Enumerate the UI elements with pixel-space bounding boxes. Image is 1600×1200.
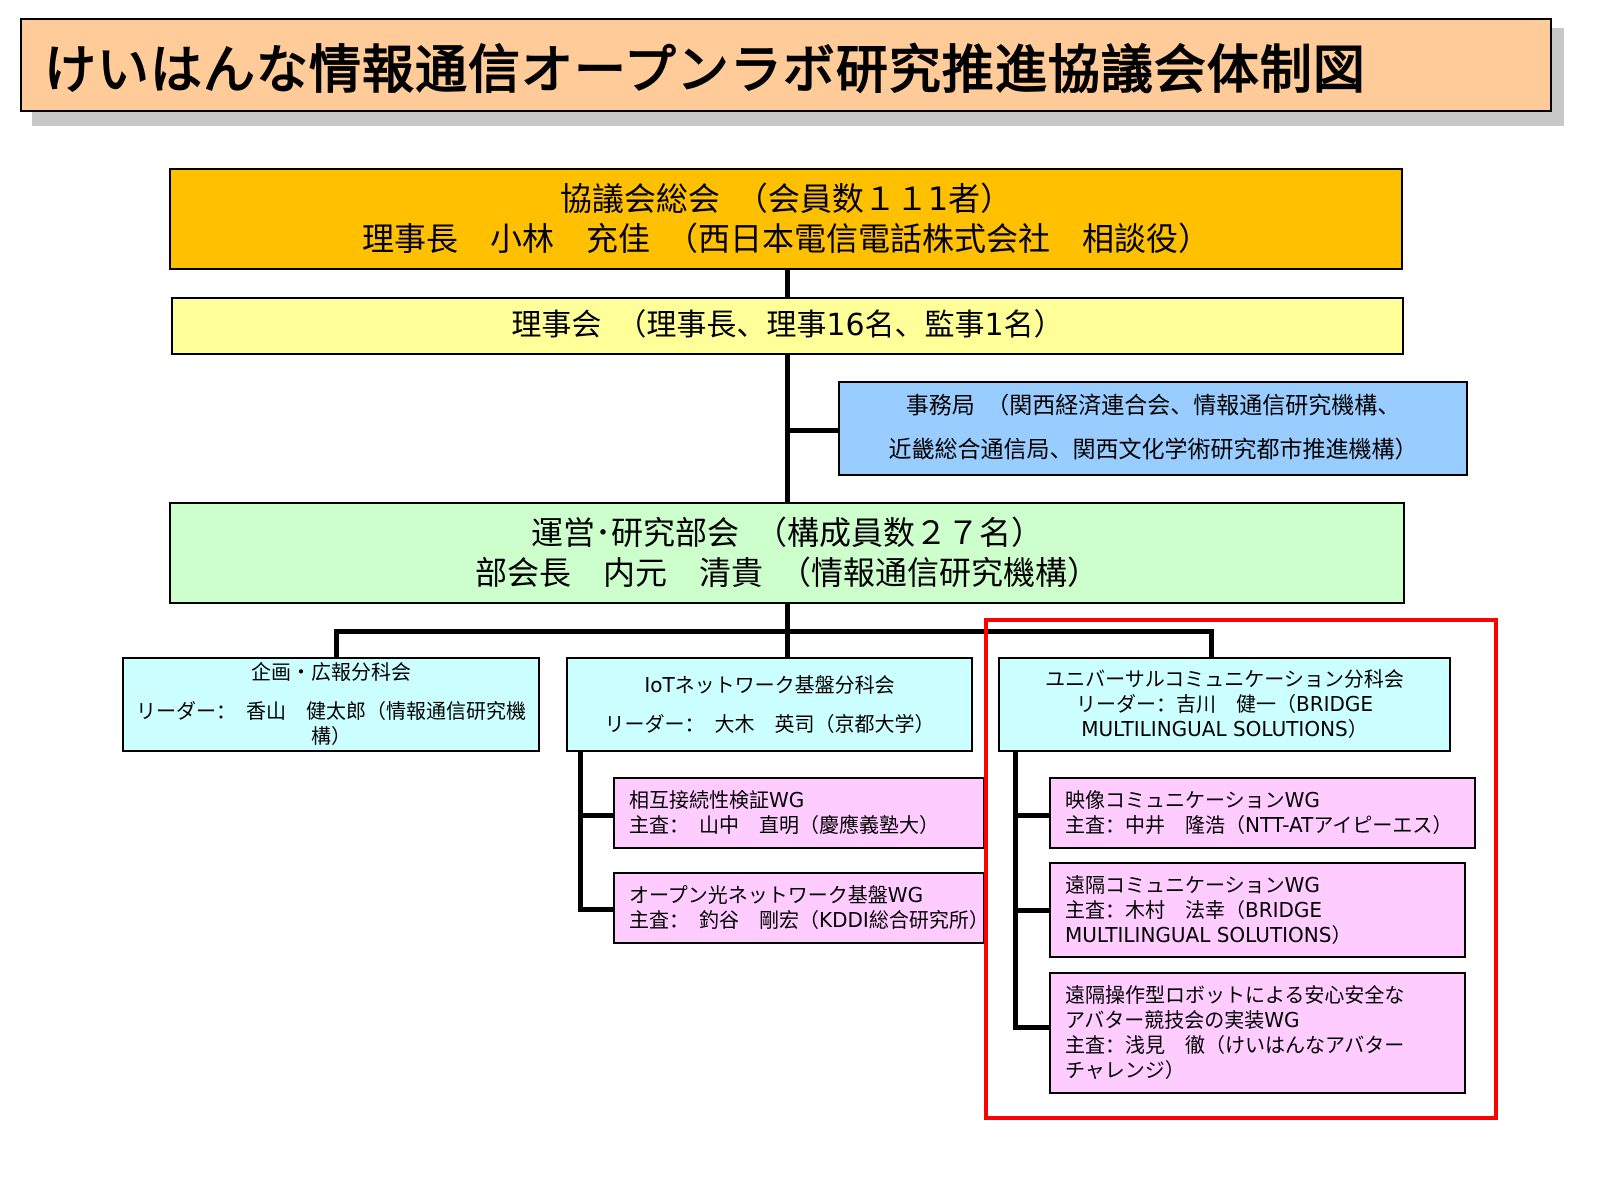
general-assembly-line2: 理事長 小林 充佳 （西日本電信電話株式会社 相談役） [361,220,1210,258]
connector-main-vertical [785,270,790,634]
general-assembly-box: 協議会総会 （会員数１１1者） 理事長 小林 充佳 （西日本電信電話株式会社 相… [169,168,1403,270]
general-assembly-line1: 協議会総会 （会員数１１1者） [559,180,1013,218]
wg-interop-name: 相互接続性検証WG [629,788,805,812]
wg-open-optical-box: オープン光ネットワーク基盤WG 主査： 釣谷 剛宏（KDDI総合研究所） [613,872,989,944]
connector-uc-wg3 [1013,1025,1051,1030]
wg-video-comm-chair: 主査：中井 隆浩（NTT-ATアイピーエス） [1065,813,1453,837]
subcommittee-uc-box: ユニバーサルコミュニケーション分科会 リーダー：吉川 健一（BRIDGE MUL… [998,657,1451,752]
connector-drop-iot [785,629,790,659]
connector-drop-planning [334,629,339,659]
wg-remote-comm-box: 遠隔コミュニケーションWG 主査：木村 法幸（BRIDGE MULTILINGU… [1049,862,1466,958]
wg-avatar-chair-line2: チャレンジ） [1065,1058,1185,1082]
wg-remote-comm-chair-line1: 主査：木村 法幸（BRIDGE [1065,897,1323,922]
wg-avatar-box: 遠隔操作型ロボットによる安心安全な アバター競技会の実装WG 主査：浅見 徹（け… [1049,972,1466,1094]
wg-video-comm-name: 映像コミュニケーションWG [1065,788,1320,812]
wg-open-optical-name: オープン光ネットワーク基盤WG [629,883,924,907]
wg-interop-chair: 主査： 山中 直明（慶應義塾大） [629,813,939,837]
subcommittee-iot-leader: リーダー： 大木 英司（京都大学） [604,711,935,736]
wg-video-comm-box: 映像コミュニケーションWG 主査：中井 隆浩（NTT-ATアイピーエス） [1049,777,1476,849]
board-box: 理事会 （理事長、理事16名、監事1名） [171,297,1404,355]
steering-committee-box: 運営･研究部会 （構成員数２７名） 部会長 内元 清貴 （情報通信研究機構） [169,502,1405,604]
connector-drop-uc [1209,629,1214,659]
wg-remote-comm-name: 遠隔コミュニケーションWG [1065,872,1320,897]
connector-uc-vertical [1013,752,1018,1030]
secretariat-box: 事務局 （関西経済連合会、情報通信研究機構、 近畿総合通信局、関西文化学術研究都… [838,381,1468,476]
subcommittee-planning-leader: リーダー： 香山 健太郎（情報通信研究機構） [136,699,526,748]
subcommittee-iot-name: IoTネットワーク基盤分科会 [644,672,895,697]
subcommittee-uc-name: ユニバーサルコミュニケーション分科会 [1045,667,1404,691]
steering-committee-line1: 運営･研究部会 （構成員数２７名） [530,514,1043,552]
connector-iot-wg2 [578,907,616,912]
secretariat-line1: 事務局 （関西経済連合会、情報通信研究機構、 [905,392,1401,419]
board-line1: 理事会 （理事長、理事16名、監事1名） [511,308,1064,344]
highlight-frame [984,618,1498,1120]
subcommittee-planning-name: 企画・広報分科会 [251,660,411,684]
subcommittee-planning-box: 企画・広報分科会 リーダー： 香山 健太郎（情報通信研究機構） [122,657,540,752]
connector-uc-wg1 [1013,813,1051,818]
wg-avatar-name-line2: アバター競技会の実装WG [1065,1008,1300,1032]
connector-iot-wg1 [578,813,616,818]
wg-avatar-chair-line1: 主査：浅見 徹（けいはんなアバター [1065,1033,1405,1057]
subcommittee-uc-leader-line2: MULTILINGUAL SOLUTIONS） [1081,717,1368,741]
subcommittee-uc-leader-line1: リーダー：吉川 健一（BRIDGE [1075,692,1374,716]
connector-iot-vertical [578,752,583,912]
subcommittee-iot-box: IoTネットワーク基盤分科会 リーダー： 大木 英司（京都大学） [566,657,973,752]
wg-open-optical-chair: 主査： 釣谷 剛宏（KDDI総合研究所） [629,908,989,932]
page-title: けいはんな情報通信オープンラボ研究推進協議会体制図 [20,18,1552,112]
steering-committee-line2: 部会長 内元 清貴 （情報通信研究機構） [474,554,1099,592]
secretariat-line2: 近畿総合通信局、関西文化学術研究都市推進機構） [888,436,1418,463]
wg-avatar-name-line1: 遠隔操作型ロボットによる安心安全な [1065,983,1405,1007]
connector-subcommittee-horizontal [334,629,1214,634]
wg-remote-comm-chair-line2: MULTILINGUAL SOLUTIONS） [1065,922,1352,947]
wg-interop-box: 相互接続性検証WG 主査： 山中 直明（慶應義塾大） [613,777,985,849]
page-title-text: けいはんな情報通信オープンラボ研究推進協議会体制図 [44,40,1366,101]
connector-secretariat [785,428,842,433]
connector-uc-wg2 [1013,908,1051,913]
